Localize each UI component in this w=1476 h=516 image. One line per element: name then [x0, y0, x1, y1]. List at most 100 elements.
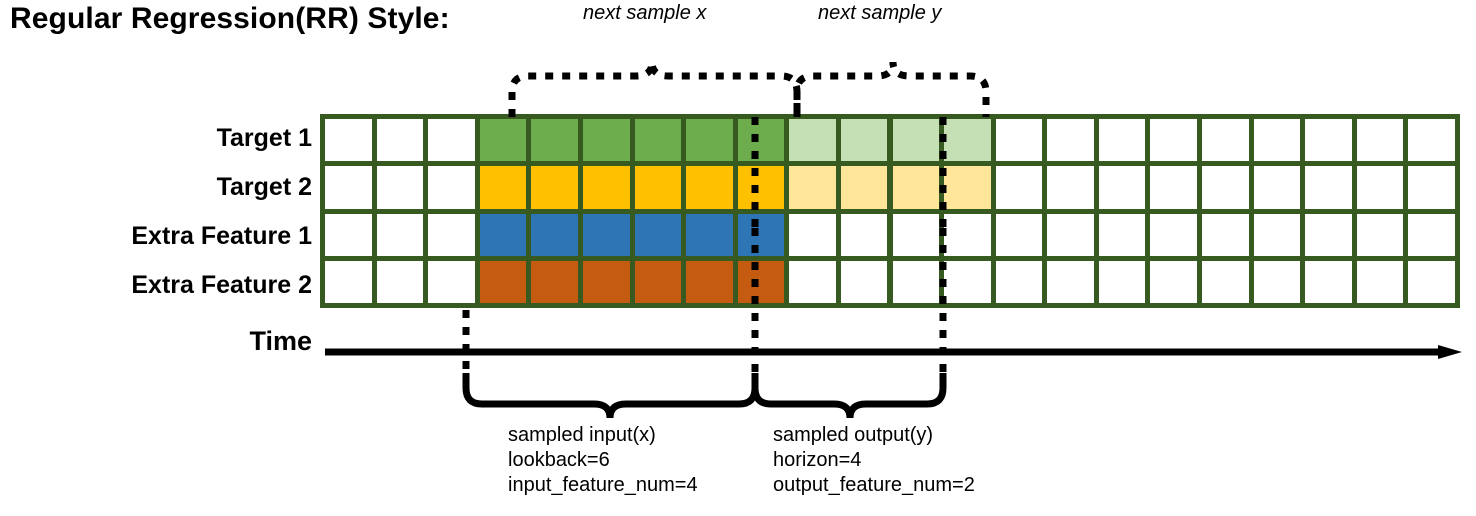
grid-cell	[634, 166, 682, 209]
grid-cell	[479, 260, 527, 303]
grid-cell	[1305, 260, 1352, 303]
grid-cell	[1408, 213, 1455, 256]
grid-cell	[1098, 119, 1146, 162]
grid-cell	[325, 260, 372, 303]
caption-input-line1: sampled input(x)	[508, 424, 656, 446]
grid-cell	[1356, 166, 1404, 209]
grid-cell	[1150, 119, 1198, 162]
grid-cell	[531, 166, 578, 209]
grid-cell	[1098, 166, 1146, 209]
row-label-target-1: Target 1	[216, 124, 312, 152]
caption-input-line2: lookback=6	[508, 449, 610, 471]
grid-cell	[479, 119, 527, 162]
time-axis-arrow	[325, 345, 1462, 359]
grid-cell	[479, 213, 527, 256]
grid-cell	[1047, 166, 1094, 209]
grid-cell	[1098, 260, 1146, 303]
grid-cell	[1356, 213, 1404, 256]
grid-cell	[1253, 119, 1301, 162]
grid-cell	[892, 213, 940, 256]
grid-cell	[789, 260, 836, 303]
bottom-brace-x	[462, 373, 759, 419]
grid-cell	[737, 166, 785, 209]
grid-cell	[376, 166, 424, 209]
grid-cell	[789, 119, 836, 162]
grid-cell	[737, 119, 785, 162]
grid-cell	[1305, 119, 1352, 162]
grid-cell	[1150, 213, 1198, 256]
grid-cell	[944, 260, 991, 303]
grid-cell	[1047, 260, 1094, 303]
grid-cell	[686, 119, 733, 162]
caption-sampled-input: sampled input(x) lookback=6 input_featur…	[508, 423, 698, 498]
grid-row	[320, 260, 1460, 303]
caption-next-sample-x: next sample x	[583, 2, 707, 24]
grid-cell	[944, 119, 991, 162]
grid-cell	[686, 166, 733, 209]
grid-cell	[1150, 166, 1198, 209]
grid-cell	[737, 213, 785, 256]
grid-cell	[1098, 213, 1146, 256]
caption-input-line3: input_feature_num=4	[508, 474, 698, 496]
grid-cell	[1202, 260, 1249, 303]
caption-next-sample-y: next sample y	[818, 2, 942, 24]
grid-cell	[892, 119, 940, 162]
bottom-brace-y	[751, 373, 947, 419]
grid-cell	[686, 260, 733, 303]
time-axis-label: Time	[249, 326, 312, 356]
grid-cell	[1253, 166, 1301, 209]
caption-output-line2: horizon=4	[773, 449, 862, 471]
grid-cell	[737, 260, 785, 303]
grid-cell	[634, 213, 682, 256]
grid-cell	[944, 166, 991, 209]
page-title: Regular Regression(RR) Style:	[10, 2, 450, 35]
caption-output-line3: output_feature_num=2	[773, 474, 975, 496]
grid-cell	[840, 166, 888, 209]
grid-cell	[582, 213, 630, 256]
grid-cell	[1150, 260, 1198, 303]
grid-cell	[428, 166, 475, 209]
grid-cell	[1356, 119, 1404, 162]
grid-cell	[1047, 119, 1094, 162]
grid-cell	[1047, 213, 1094, 256]
grid-cell	[531, 119, 578, 162]
grid-cell	[944, 213, 991, 256]
grid-cell	[789, 166, 836, 209]
top-brace-x	[508, 61, 801, 117]
grid-row	[320, 166, 1460, 209]
grid-cell	[1253, 213, 1301, 256]
grid-row	[320, 119, 1460, 162]
grid-cell	[325, 119, 372, 162]
grid-cell	[995, 260, 1043, 303]
grid-cell	[531, 213, 578, 256]
grid-cell	[325, 213, 372, 256]
grid-cell	[531, 260, 578, 303]
grid-cell	[582, 119, 630, 162]
caption-sampled-output: sampled output(y) horizon=4 output_featu…	[773, 423, 975, 498]
grid-cell	[1202, 119, 1249, 162]
timeseries-grid	[320, 114, 1460, 308]
grid-cell	[1305, 213, 1352, 256]
grid-cell	[376, 213, 424, 256]
grid-cell	[582, 260, 630, 303]
grid-cell	[376, 119, 424, 162]
grid-cell	[479, 166, 527, 209]
grid-cell	[995, 119, 1043, 162]
caption-output-line1: sampled output(y)	[773, 424, 934, 446]
grid-cell	[1202, 213, 1249, 256]
grid-cell	[428, 213, 475, 256]
row-label-extra-feature-2: Extra Feature 2	[131, 271, 312, 299]
grid-cell	[376, 260, 424, 303]
grid-cell	[428, 119, 475, 162]
grid-cell	[634, 119, 682, 162]
grid-cell	[686, 213, 733, 256]
top-brace-y	[793, 61, 990, 117]
grid-cell	[892, 166, 940, 209]
grid-cell	[1408, 166, 1455, 209]
grid-cell	[892, 260, 940, 303]
grid-cell	[1253, 260, 1301, 303]
grid-row	[320, 213, 1460, 256]
grid-cell	[840, 119, 888, 162]
